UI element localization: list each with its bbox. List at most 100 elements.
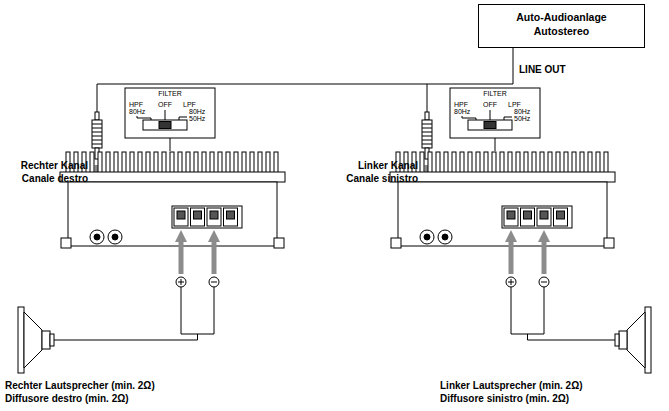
switch-position: HPF: [454, 101, 468, 108]
terminal-screw: [227, 211, 235, 219]
heatsink-fin: [588, 152, 592, 174]
heatsink-fin: [202, 152, 206, 174]
heatsink-fin: [218, 152, 222, 174]
heatsink-fin: [194, 152, 198, 174]
speaker-magnet: [619, 331, 627, 349]
amplifier-foot: [391, 238, 401, 248]
plus-symbol-mark: [178, 279, 184, 285]
minus-symbol-mark: [541, 282, 547, 283]
heatsink-fin: [460, 152, 464, 174]
heatsink-fin: [492, 152, 496, 174]
heatsink-fin: [98, 152, 102, 174]
heatsink-fin: [266, 152, 270, 174]
heatsink-fin: [484, 152, 488, 174]
speaker-cone: [24, 312, 42, 368]
heatsink-fin: [516, 152, 520, 174]
channel-label: Linker Kanal: [358, 160, 418, 172]
speaker-rim: [18, 307, 24, 373]
speaker-label: Rechter Lautsprecher (min. 2Ω): [5, 380, 155, 392]
heatsink-fin: [146, 152, 150, 174]
terminal-screw: [557, 211, 565, 219]
heatsink-fin: [420, 152, 424, 174]
device-label: Autostereo: [487, 24, 636, 38]
heatsink-fin: [90, 152, 94, 174]
rca-rib: [422, 132, 432, 133]
minus-symbol: [209, 277, 219, 287]
switch-position: HPF: [129, 101, 143, 108]
speaker-wire: [528, 334, 616, 340]
rca-cable: [425, 112, 429, 120]
rca-plug: [422, 120, 432, 148]
rca-jack: [108, 230, 122, 244]
heatsink-fin: [250, 152, 254, 174]
frequency-value: 80Hz: [129, 108, 145, 115]
terminal: [521, 208, 535, 226]
rca-rib: [92, 140, 102, 141]
drawing: [18, 48, 651, 373]
heatsink-fin: [524, 152, 528, 174]
switch-position: LPF: [508, 101, 521, 108]
heatsink-base: [60, 172, 285, 182]
heatsink-fin: [564, 152, 568, 174]
heatsink-fin: [210, 152, 214, 174]
terminal-screw: [177, 211, 185, 219]
rca-jack: [90, 230, 104, 244]
insert-arrow: [212, 236, 217, 274]
speaker-magnet: [42, 331, 50, 349]
signal-wire: [427, 84, 428, 112]
switch-knob: [159, 122, 171, 129]
rca-rib: [422, 144, 432, 145]
plus-symbol-mark: [508, 279, 514, 285]
heatsink-fin: [444, 152, 448, 174]
speaker-wire: [181, 287, 214, 334]
terminal: [537, 208, 551, 226]
heatsink-fin: [106, 152, 110, 174]
amplifier-foot: [61, 238, 71, 248]
switch-position: LPF: [183, 101, 196, 108]
minus-symbol: [539, 277, 549, 287]
rca-rib: [92, 136, 102, 137]
heatsink-fin: [170, 152, 174, 174]
heatsink-fin: [258, 152, 262, 174]
heatsink-fin: [122, 152, 126, 174]
heatsink-fin: [548, 152, 552, 174]
filter-switch: [143, 120, 187, 130]
heatsink-fin: [186, 152, 190, 174]
plus-symbol: [506, 277, 516, 287]
filter-switch: [468, 120, 512, 130]
filter-title: FILTER: [483, 90, 507, 97]
heatsink-fin: [138, 152, 142, 174]
terminal: [207, 208, 221, 226]
terminal-block: [502, 206, 572, 228]
heatsink-fin: [234, 152, 238, 174]
rca-rib: [422, 128, 432, 129]
speaker-rim: [645, 307, 651, 373]
channel-label: Canale sinistro: [346, 173, 418, 185]
terminal-screw: [507, 211, 515, 219]
heatsink-fin: [476, 152, 480, 174]
terminal: [554, 208, 568, 226]
amplifier-body: [398, 182, 607, 246]
heatsink-fin: [114, 152, 118, 174]
channel-label: Canale destro: [22, 173, 88, 185]
rca-rib: [422, 124, 432, 125]
heatsink-fin: [178, 152, 182, 174]
speaker-cone: [627, 312, 645, 368]
heatsink-fin: [154, 152, 158, 174]
heatsink-fin: [572, 152, 576, 174]
rca-rib: [422, 136, 432, 137]
rca-jack: [420, 230, 434, 244]
rca-rib: [422, 140, 432, 141]
switch-position: OFF: [483, 101, 497, 108]
speaker-label: Linker Lautsprecher (min. 2Ω): [440, 380, 583, 392]
rca-rib: [92, 124, 102, 125]
rca-jack-core: [94, 234, 100, 240]
speaker-back: [50, 334, 54, 346]
terminal: [191, 208, 205, 226]
frequency-value: 50Hz: [189, 115, 205, 122]
terminal: [174, 208, 188, 226]
heatsink-fin: [596, 152, 600, 174]
rca-plug: [92, 120, 102, 148]
